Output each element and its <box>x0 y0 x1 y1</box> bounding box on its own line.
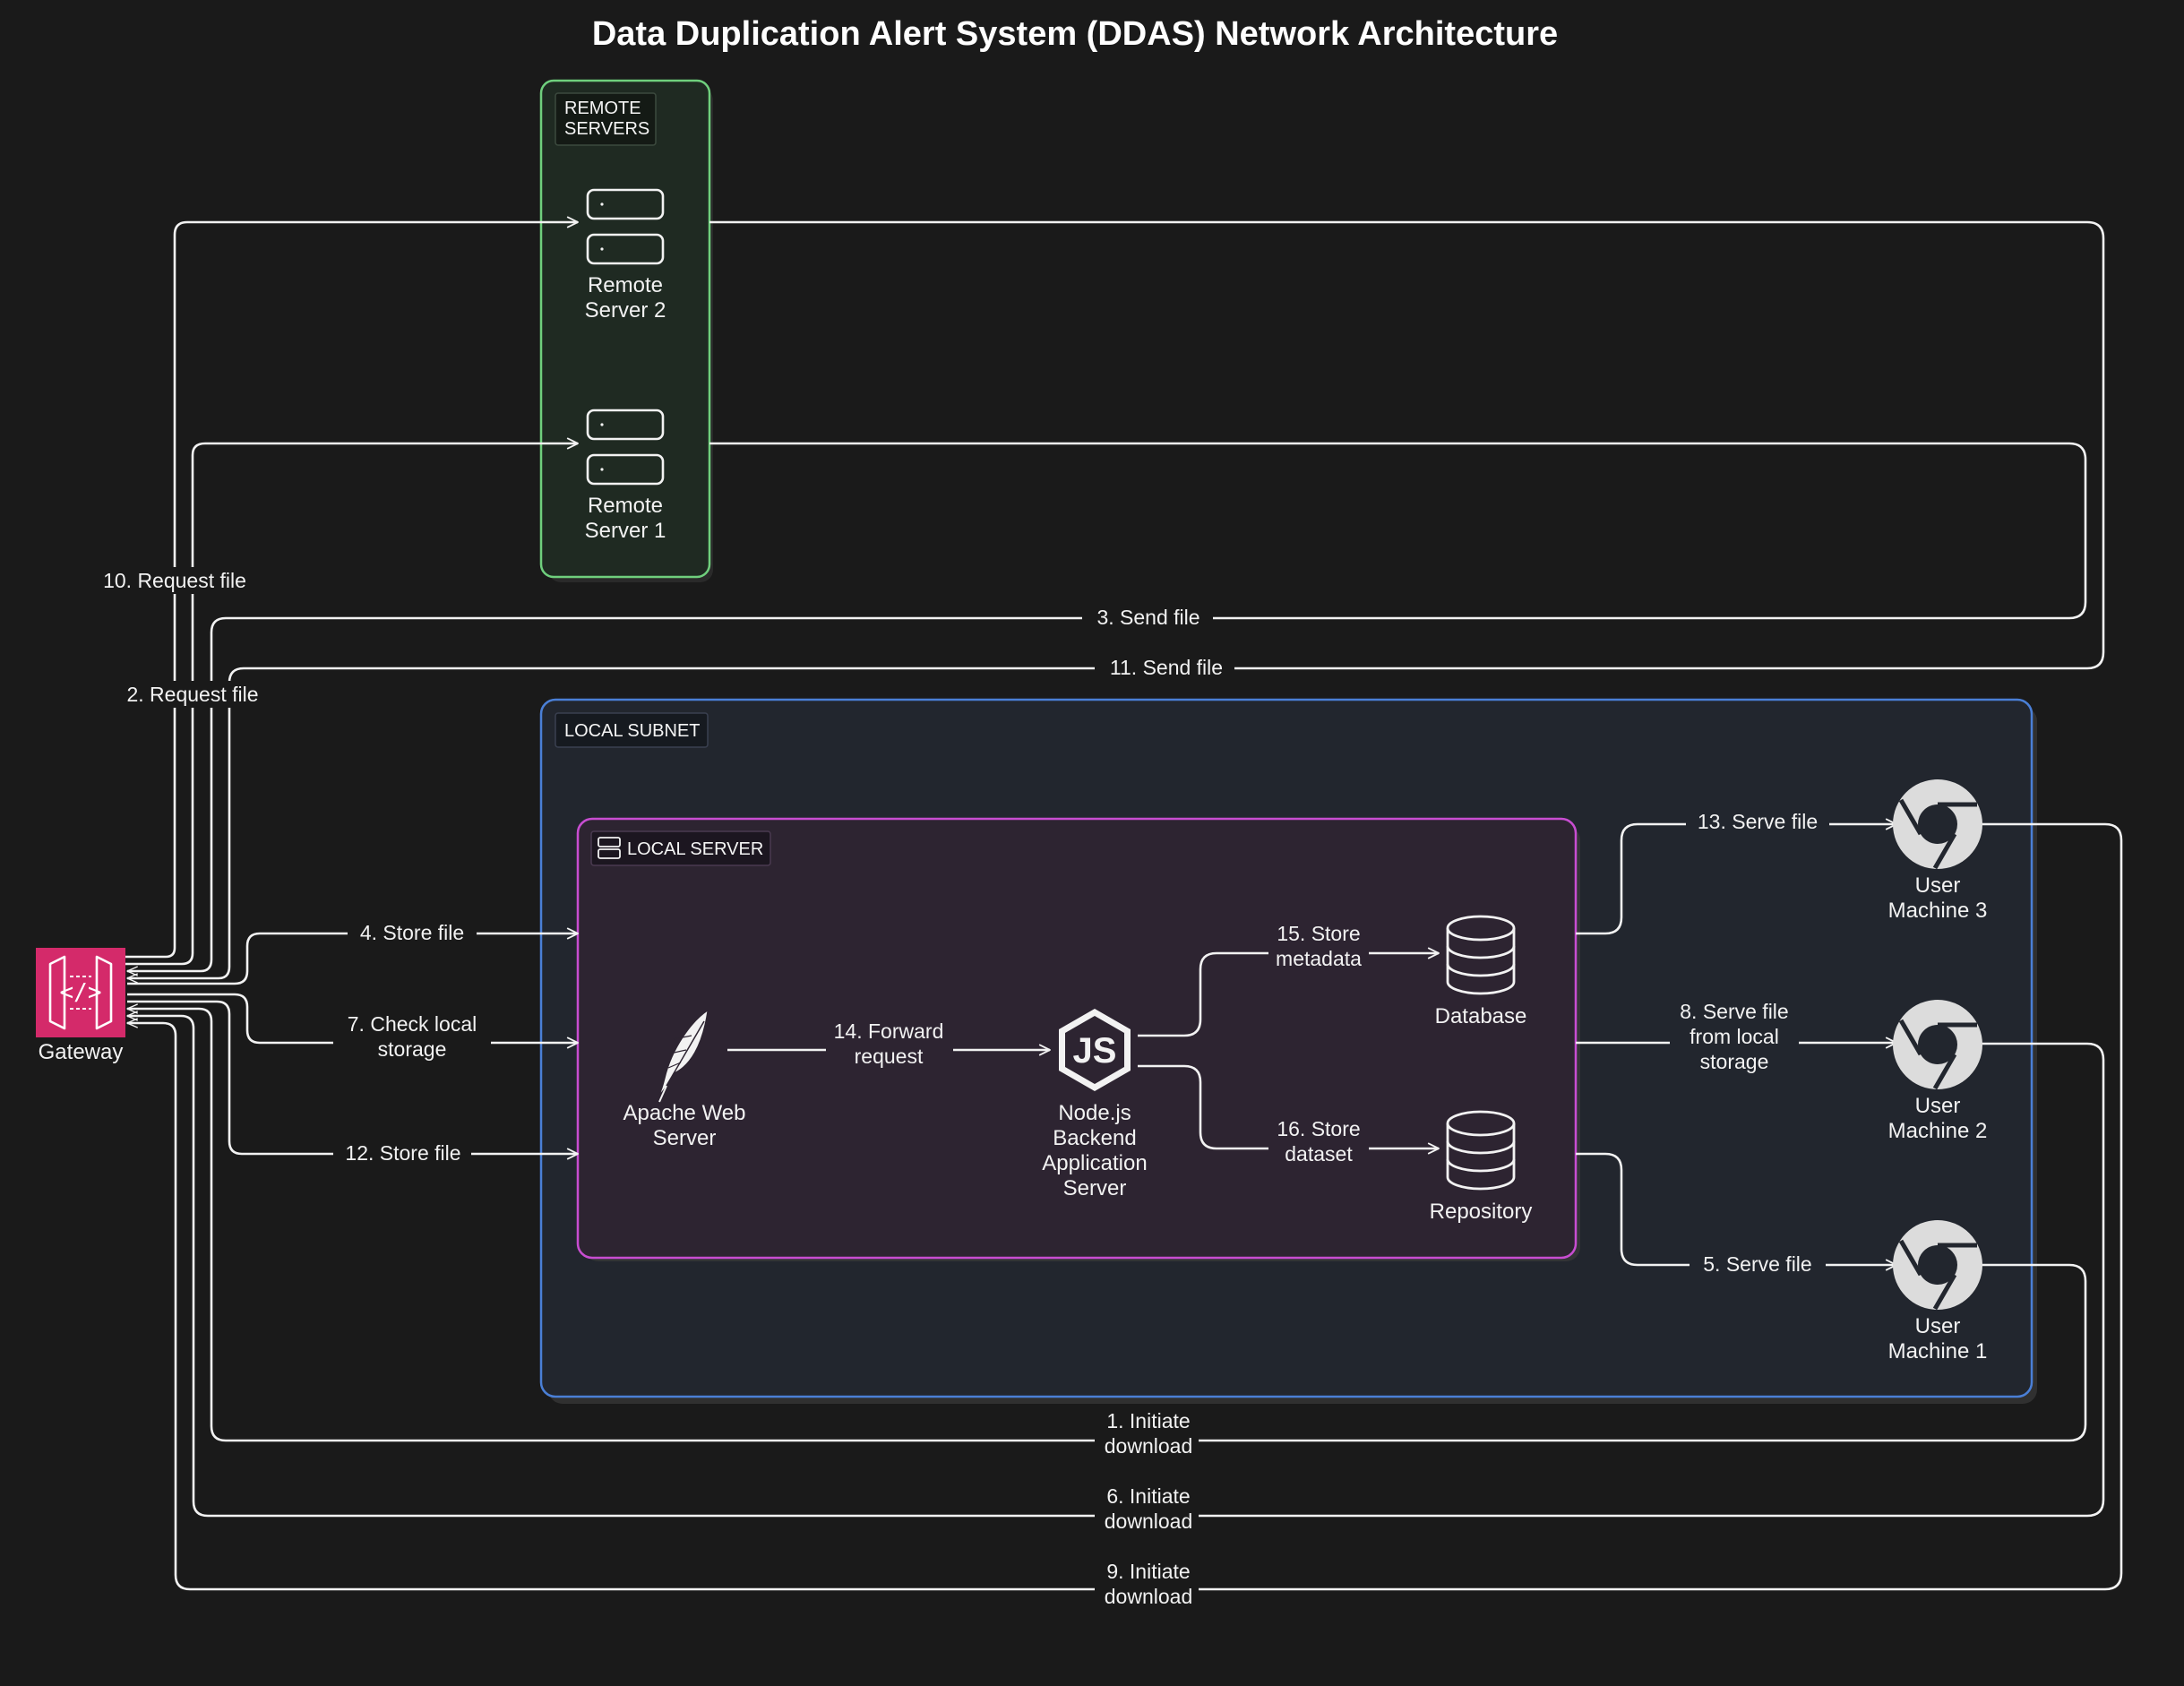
user-machine-2[interactable]: User Machine 2 <box>1888 1000 1988 1143</box>
apache-label-2: Server <box>653 1126 717 1150</box>
label-edge-15-line2: metadata <box>1276 947 1362 970</box>
remote-server-2-label-2: Server 2 <box>585 298 666 323</box>
label-edge-3: 3. Send file <box>1096 606 1199 629</box>
local-server-icon <box>598 837 621 859</box>
label-edge-8-line2: from local <box>1690 1025 1779 1048</box>
edge-16-store-dataset <box>1138 1064 1440 1155</box>
edge-5-serve-file <box>1576 1152 1897 1271</box>
label-edge-12: 12. Store file <box>345 1141 460 1165</box>
apache-label-1: Apache Web <box>623 1101 746 1125</box>
user-machine-3-label-2: Machine 3 <box>1888 899 1988 923</box>
remote-server-1-label-2: Server 1 <box>585 519 666 543</box>
label-edge-8-line1: 8. Serve file <box>1680 1000 1788 1023</box>
label-edge-9-line1: 9. Initiate <box>1106 1560 1190 1583</box>
gateway-node[interactable]: </> Gateway <box>36 948 125 1064</box>
label-edge-5: 5. Serve file <box>1703 1252 1811 1276</box>
label-edge-11: 11. Send file <box>1110 656 1223 679</box>
user-machine-1-label-1: User <box>1915 1314 1961 1338</box>
nodejs-icon: JS <box>1059 1009 1131 1091</box>
user-machine-1[interactable]: User Machine 1 <box>1888 1220 1988 1363</box>
svg-text:JS: JS <box>1073 1031 1117 1071</box>
feather-icon <box>658 1009 709 1103</box>
server-icon <box>586 409 665 486</box>
database-node[interactable]: Database <box>1435 915 1527 1028</box>
chrome-icon <box>1893 1000 1982 1090</box>
user-machine-2-label-2: Machine 2 <box>1888 1119 1988 1143</box>
edge-12-store-file <box>127 1000 579 1160</box>
edge-7-check-local-storage <box>127 993 579 1049</box>
subnet-group-label: LOCAL SUBNET <box>564 721 701 741</box>
label-edge-4: 4. Store file <box>360 921 464 944</box>
edge-4-store-file <box>127 927 579 985</box>
edge-13-serve-file <box>1576 818 1897 935</box>
remote-server-1[interactable]: Remote Server 1 <box>585 409 666 543</box>
api-gateway-icon: </> <box>36 948 125 1037</box>
remote-server-1-label-1: Remote <box>588 494 663 518</box>
nodejs-label-4: Server <box>1063 1176 1127 1200</box>
label-edge-16-line1: 16. Store <box>1277 1117 1360 1140</box>
label-edge-1-line2: download <box>1105 1434 1192 1458</box>
remote-server-2[interactable]: Remote Server 2 <box>585 188 666 323</box>
nodejs-backend-server[interactable]: JS Node.js Backend Application Server <box>1042 1009 1148 1200</box>
label-edge-7-line2: storage <box>378 1037 447 1061</box>
user-machine-3-label-1: User <box>1915 873 1961 898</box>
database-icon <box>1446 1110 1516 1191</box>
user-machine-2-label-1: User <box>1915 1094 1961 1118</box>
remote-group-label-2: SERVERS <box>564 119 649 139</box>
repository-label: Repository <box>1430 1200 1533 1224</box>
diagram-title: Data Duplication Alert System (DDAS) Net… <box>592 15 1558 53</box>
label-edge-16-line2: dataset <box>1285 1142 1353 1166</box>
label-edge-6-line2: download <box>1105 1510 1192 1533</box>
svg-text:</>: </> <box>60 979 102 1006</box>
label-edge-14-line2: request <box>855 1045 924 1068</box>
apache-web-server[interactable]: Apache Web Server <box>623 1009 746 1150</box>
server-group-label: LOCAL SERVER <box>627 839 763 859</box>
label-edge-13: 13. Serve file <box>1698 810 1818 833</box>
nodejs-label-2: Backend <box>1053 1126 1136 1150</box>
edge-labels: 10. Request file 2. Request file 3. Send… <box>93 567 1829 1613</box>
chrome-icon <box>1893 779 1982 870</box>
gateway-label: Gateway <box>39 1040 124 1064</box>
nodejs-label-1: Node.js <box>1058 1101 1131 1125</box>
remote-group-label-1: REMOTE <box>564 99 641 118</box>
nodejs-label-3: Application <box>1042 1151 1147 1175</box>
label-edge-6-line1: 6. Initiate <box>1106 1484 1190 1508</box>
database-icon <box>1446 915 1516 995</box>
label-edge-9-line2: download <box>1105 1585 1192 1608</box>
label-edge-8-line3: storage <box>1700 1050 1769 1073</box>
label-edge-7-line1: 7. Check local <box>348 1012 477 1036</box>
repository-node[interactable]: Repository <box>1430 1110 1533 1224</box>
label-edge-15-line1: 15. Store <box>1277 922 1360 945</box>
label-edge-2: 2. Request file <box>126 683 258 706</box>
database-label: Database <box>1435 1004 1527 1028</box>
edge-15-store-metadata <box>1138 947 1440 1037</box>
label-edge-14-line1: 14. Forward <box>834 1019 944 1043</box>
label-edge-1-line1: 1. Initiate <box>1106 1409 1190 1432</box>
server-icon <box>586 188 665 265</box>
user-machine-1-label-2: Machine 1 <box>1888 1339 1988 1363</box>
chrome-icon <box>1893 1220 1982 1311</box>
remote-server-2-label-1: Remote <box>588 273 663 297</box>
user-machine-3[interactable]: User Machine 3 <box>1888 779 1988 923</box>
label-edge-10: 10. Request file <box>103 569 246 592</box>
